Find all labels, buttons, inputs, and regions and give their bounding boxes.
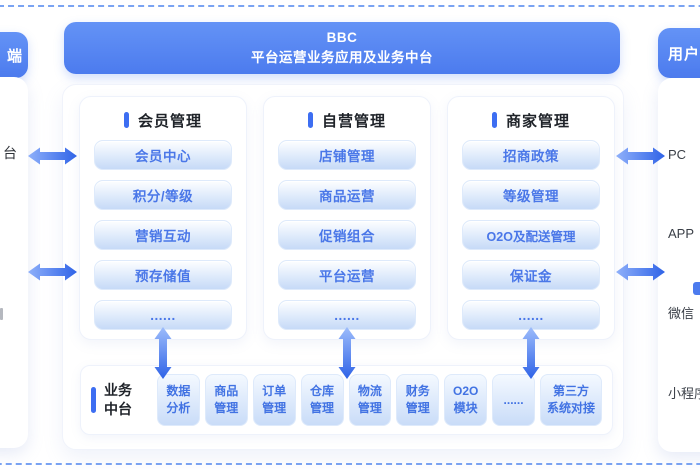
module-line: 物流 [357, 384, 382, 399]
bidirectional-arrow-icon [522, 327, 540, 379]
module-box: 财务 管理 [396, 374, 440, 426]
module-line: 管理 [310, 401, 335, 415]
node-button: 营销互动 [94, 220, 232, 250]
module-box: 商品 管理 [204, 374, 248, 426]
node-button: 促销组合 [278, 220, 416, 250]
accent-bar [91, 387, 96, 413]
banner-line2: 平台运营业务应用及业务中台 [251, 50, 433, 65]
bidirectional-arrow-icon [154, 327, 172, 379]
accent-bar [491, 112, 497, 128]
module-box-third-party: 第三方 系统对接 [540, 374, 602, 426]
column-title-label: 商家管理 [505, 112, 570, 130]
left-panel-header: 端 [0, 32, 28, 78]
banner-line1: BBC [326, 30, 358, 46]
module-line: 模块 [453, 401, 478, 415]
module-line: 商品 [214, 384, 239, 399]
column-title-label: 自营管理 [321, 112, 386, 130]
module-box-ellipsis: ...... [492, 374, 535, 426]
module-line: O2O [453, 384, 479, 399]
strip-label: 业务 中台 [91, 381, 151, 419]
right-panel-item-wechat: 微信 [668, 306, 695, 321]
strip-label-line2: 中台 [104, 401, 132, 417]
column-title: 商家管理 [448, 110, 614, 130]
module-line: 分析 [166, 401, 191, 415]
module-box: 订单 管理 [252, 374, 296, 426]
module-line: 管理 [357, 401, 382, 415]
right-panel-item-app: APP [668, 226, 695, 241]
right-panel-header-label: 用户 [668, 45, 700, 63]
platform-banner: BBC 平台运营业务应用及业务中台 [64, 22, 620, 74]
node-button-ellipsis: ...... [94, 300, 232, 330]
module-box: 仓库 管理 [300, 374, 344, 426]
node-button-ellipsis: ...... [278, 300, 416, 330]
strip-label-line1: 业务 [104, 382, 132, 399]
module-line: 管理 [262, 401, 287, 415]
left-panel-item: 台 [0, 143, 28, 163]
left-panel-card [0, 77, 28, 448]
accent-bar [307, 112, 313, 128]
node-button: 会员中心 [94, 140, 232, 170]
strip-label-text: 业务 中台 [104, 381, 132, 419]
module-line: 订单 [262, 384, 287, 399]
module-line: 系统对接 [546, 401, 595, 415]
module-box: 数据 分析 [157, 374, 200, 426]
clipped-text-fragment [0, 308, 3, 320]
node-button: 预存储值 [94, 260, 232, 290]
module-box: O2O 模块 [444, 374, 488, 426]
right-panel-item-pc: PC [668, 147, 687, 162]
bidirectional-arrow-icon [28, 263, 77, 281]
bidirectional-arrow-icon [616, 263, 665, 281]
clipped-blue-icon [693, 282, 700, 295]
column-title: 会员管理 [80, 110, 246, 130]
module-line: 仓库 [310, 384, 335, 399]
node-button-ellipsis: ...... [462, 300, 600, 330]
bidirectional-arrow-icon [28, 147, 77, 165]
module-line: 第三方 [552, 384, 589, 399]
node-button: O2O及配送管理 [462, 220, 600, 250]
column-merchant-management: 商家管理 招商政策 等级管理 O2O及配送管理 保证金 ...... [447, 96, 615, 340]
column-title: 自营管理 [264, 110, 430, 130]
module-line: ...... [503, 392, 524, 407]
column-member-management: 会员管理 会员中心 积分/等级 营销互动 预存储值 ...... [79, 96, 247, 340]
node-button: 平台运营 [278, 260, 416, 290]
column-title-label: 会员管理 [137, 112, 202, 130]
left-panel-header-label: 端 [6, 47, 22, 65]
right-panel-card [658, 78, 700, 452]
accent-bar [123, 112, 129, 128]
module-row: 数据 分析 商品 管理 订单 管理 仓库 管理 物流 管理 财务 管理 [157, 374, 602, 426]
bidirectional-arrow-icon [616, 147, 665, 165]
right-panel-header: 用户 [658, 28, 700, 78]
module-line: 财务 [405, 384, 430, 399]
module-line: 管理 [214, 401, 239, 415]
right-panel-item-miniprogram: 小程序 [668, 386, 700, 401]
module-line: 管理 [405, 401, 430, 415]
node-button: 招商政策 [462, 140, 600, 170]
node-button: 店铺管理 [278, 140, 416, 170]
node-button: 商品运营 [278, 180, 416, 210]
node-button: 等级管理 [462, 180, 600, 210]
module-box: 物流 管理 [348, 374, 392, 426]
left-panel-item-label: 台 [3, 145, 17, 161]
column-self-operated-management: 自营管理 店铺管理 商品运营 促销组合 平台运营 ...... [263, 96, 431, 340]
module-line: 数据 [166, 384, 191, 399]
bidirectional-arrow-icon [338, 327, 356, 379]
node-button: 保证金 [462, 260, 600, 290]
node-button: 积分/等级 [94, 180, 232, 210]
dashed-boundary-frame [0, 5, 700, 465]
